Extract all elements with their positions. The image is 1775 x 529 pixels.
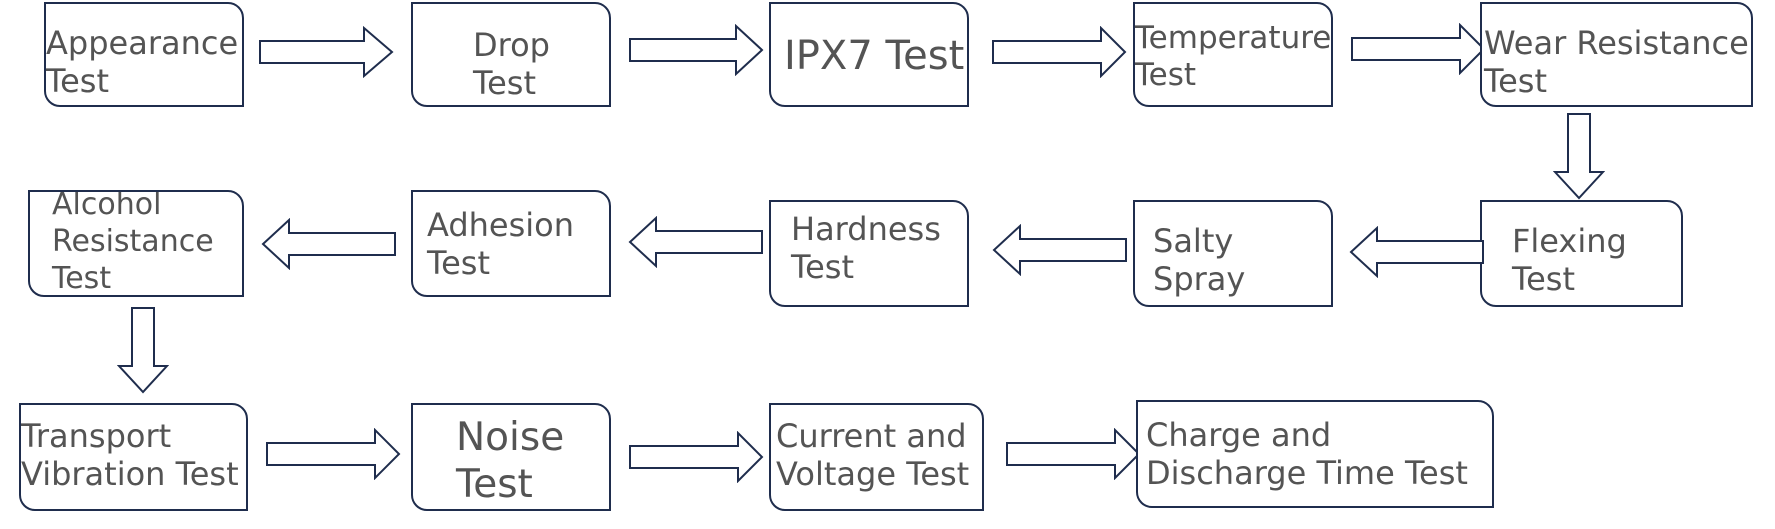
step-flexing-test: Flexing Test	[1480, 200, 1683, 307]
step-label: IPX7 Test	[784, 33, 965, 79]
step-label: Hardness Test	[791, 210, 941, 287]
step-drop-test: Drop Test	[411, 2, 611, 107]
step-temperature-test: Temperature Test	[1133, 2, 1333, 107]
step-label: Wear Resistance Test	[1484, 24, 1749, 101]
step-noise-test: Noise Test	[411, 403, 611, 511]
step-hardness-test: Hardness Test	[769, 200, 969, 307]
arrow-left-icon	[628, 216, 763, 268]
step-transport-vibration-test: Transport Vibration Test	[19, 403, 248, 511]
step-label: Adhesion Test	[427, 206, 575, 283]
arrow-right-icon	[992, 26, 1127, 78]
step-label: Flexing Test	[1512, 222, 1627, 299]
arrow-left-icon	[992, 224, 1127, 276]
step-label: Drop Test	[473, 26, 550, 103]
step-label: Temperature Test	[1135, 20, 1332, 94]
arrow-down-icon	[1553, 113, 1605, 200]
step-label: Salty Spray Test	[1153, 222, 1246, 305]
step-adhesion-test: Adhesion Test	[411, 190, 611, 297]
arrow-right-icon	[1351, 23, 1486, 75]
step-label: Appearance Test	[46, 24, 239, 101]
arrow-right-icon	[629, 24, 764, 76]
step-label: Current and Voltage Test	[776, 417, 970, 494]
step-wear-resistance-test: Wear Resistance Test	[1480, 2, 1753, 107]
step-ipx7-test: IPX7 Test	[769, 2, 969, 107]
step-salty-spray-test: Salty Spray Test	[1133, 200, 1333, 307]
step-label: Alcohol Resistance Test	[52, 190, 214, 297]
arrow-right-icon	[629, 431, 764, 483]
step-alcohol-resistance-test: Alcohol Resistance Test	[28, 190, 244, 297]
step-appearance-test: Appearance Test	[44, 2, 244, 107]
arrow-right-icon	[1006, 428, 1141, 480]
arrow-left-icon	[261, 218, 396, 270]
step-current-and-voltage-test: Current and Voltage Test	[769, 403, 984, 511]
arrow-right-icon	[266, 428, 401, 480]
step-label: Charge and Discharge Time Test	[1146, 416, 1468, 493]
step-label: Noise Test	[456, 415, 565, 507]
arrow-down-icon	[117, 307, 169, 394]
step-charge-and-discharge-time-test: Charge and Discharge Time Test	[1136, 400, 1494, 508]
step-label: Transport Vibration Test	[21, 417, 239, 494]
arrow-right-icon	[259, 26, 394, 78]
arrow-left-icon	[1349, 226, 1484, 278]
